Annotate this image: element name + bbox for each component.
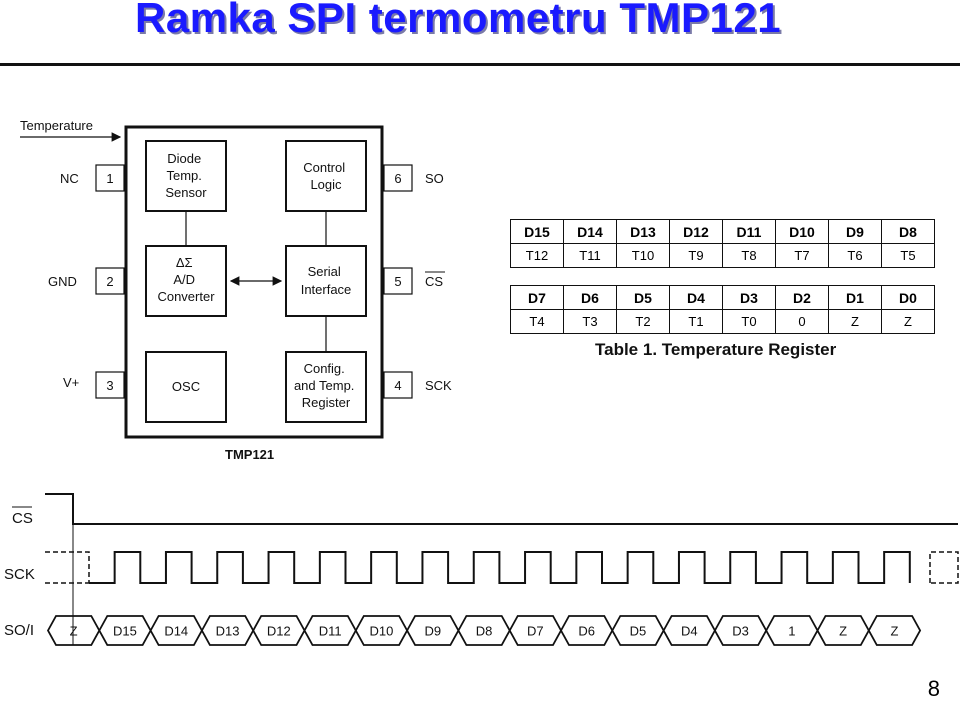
serial-interface-block [285, 245, 367, 317]
svg-text:6: 6 [394, 171, 401, 186]
table-cell: D5 [616, 285, 670, 310]
table-cell: D12 [669, 219, 723, 244]
table-cell: D14 [563, 219, 617, 244]
data-bit-label: D4 [681, 624, 698, 639]
table-cell: T12 [510, 243, 564, 268]
spi-timing-diagram: CS SCK SO/I Z D15 D14 D13 D12 D11 D10 D9 D8 D7 D6 D… [4, 493, 959, 646]
table-cell: T9 [669, 243, 723, 268]
data-bit-label: D7 [527, 624, 544, 639]
chip-label: TMP121 [225, 447, 274, 462]
svg-text:V+: V+ [63, 375, 79, 390]
soi-signal-label: SO/I [4, 622, 34, 639]
slide-title: Ramka SPI termometru TMP121 [135, 0, 782, 41]
svg-text:NC: NC [60, 171, 79, 186]
osc-block [145, 351, 227, 423]
sck-dashed-end [929, 551, 959, 584]
data-bit-label: D6 [578, 624, 595, 639]
table-cell: Z [881, 309, 935, 334]
svg-text:4: 4 [394, 378, 401, 393]
data-bit-label: D8 [476, 624, 493, 639]
table-cell: D7 [510, 285, 564, 310]
table-cell: T6 [828, 243, 882, 268]
data-bit-label: D10 [370, 624, 394, 639]
table-cell: T4 [510, 309, 564, 334]
cs-signal-label: CS [12, 510, 33, 527]
temperature-label: Temperature [20, 118, 93, 133]
control-logic-block [285, 140, 367, 212]
adc-label: ΔΣ A/D Converter [157, 255, 215, 304]
svg-text:2: 2 [106, 274, 113, 289]
table-cell: T2 [616, 309, 670, 334]
table-cell: Z [828, 309, 882, 334]
sck-signal-label: SCK [4, 566, 35, 583]
table-cell: D2 [775, 285, 829, 310]
table-cell: D9 [828, 219, 882, 244]
data-bit-label: D11 [319, 624, 342, 639]
page-number: 8 [927, 676, 940, 701]
table-cell: T1 [669, 309, 723, 334]
table-cell: T10 [616, 243, 670, 268]
diode-label: Diode Temp. Sensor [165, 151, 207, 200]
table-cell: D8 [881, 219, 935, 244]
table-cell: D1 [828, 285, 882, 310]
svg-text:5: 5 [394, 274, 401, 289]
svg-text:GND: GND [48, 274, 77, 289]
data-bit-label: D15 [113, 624, 137, 639]
table-row: T12 T11 T10 T9 T8 T7 T6 T5 [510, 243, 935, 268]
table-cell: D3 [722, 285, 776, 310]
data-bit-label: D14 [164, 624, 188, 639]
serial-label: Serial Interface [301, 264, 352, 297]
svg-text:CS: CS [425, 274, 443, 289]
svg-text:SO: SO [425, 171, 444, 186]
table-row: D15 D14 D13 D12 D11 D10 D9 D8 [510, 219, 935, 244]
right-pins: 6 SO 5 CS 4 SCK [383, 164, 452, 399]
svg-text:1: 1 [106, 171, 113, 186]
data-bit-label: Z [890, 624, 898, 639]
title-underline [0, 63, 960, 66]
data-bit-label: D9 [424, 624, 441, 639]
table-cell: D11 [722, 219, 776, 244]
data-bit-label: D12 [267, 624, 291, 639]
soi-waveform: Z D15 D14 D13 D12 D11 D10 D9 D8 D7 D6 D5 D4 D3 1 Z Z [46, 615, 922, 646]
table-cell: D4 [669, 285, 723, 310]
table-cell: T8 [722, 243, 776, 268]
table-cell: T3 [563, 309, 617, 334]
table-cell: T0 [722, 309, 776, 334]
data-bit-label: Z [839, 624, 847, 639]
data-bit-label: 1 [788, 624, 795, 639]
table-row: T4 T3 T2 T1 T0 0 Z Z [510, 309, 935, 334]
config-label: Config. and Temp. Register [294, 361, 358, 410]
table-row: D7 D6 D5 D4 D3 D2 D1 D0 [510, 285, 935, 310]
register-table-low: D7 D6 D5 D4 D3 D2 D1 D0 T4 T3 T2 T1 T0 0… [510, 285, 935, 334]
sck-dashed-start [45, 551, 90, 583]
table-cell: T7 [775, 243, 829, 268]
data-bit-label: Z [70, 624, 78, 639]
sck-waveform [89, 551, 911, 584]
table-cell: D15 [510, 219, 564, 244]
table-cell: T5 [881, 243, 935, 268]
table-caption: Table 1. Temperature Register [595, 340, 837, 359]
chip-body [124, 125, 384, 439]
register-table-high: D15 D14 D13 D12 D11 D10 D9 D8 T12 T11 T1… [510, 219, 935, 268]
data-bit-label: D5 [630, 624, 647, 639]
tmp121-block-diagram: Temperature TMP121 Diode Temp. Sensor Co… [20, 118, 452, 462]
table-cell: D0 [881, 285, 935, 310]
osc-label: OSC [172, 379, 200, 394]
svg-text:SCK: SCK [425, 378, 452, 393]
table-cell: 0 [775, 309, 829, 334]
left-pins: 1 NC 2 GND 3 V+ [48, 164, 125, 399]
cs-waveform [45, 493, 958, 525]
svg-text:3: 3 [106, 378, 113, 393]
table-cell: D6 [563, 285, 617, 310]
control-label: Control Logic [303, 160, 349, 192]
sck-clock-line [89, 551, 911, 584]
table-cell: T11 [563, 243, 617, 268]
data-bit-cell [867, 615, 922, 646]
table-cell: D13 [616, 219, 670, 244]
data-bit-label: D3 [732, 624, 749, 639]
data-bit-label: D13 [216, 624, 240, 639]
table-cell: D10 [775, 219, 829, 244]
